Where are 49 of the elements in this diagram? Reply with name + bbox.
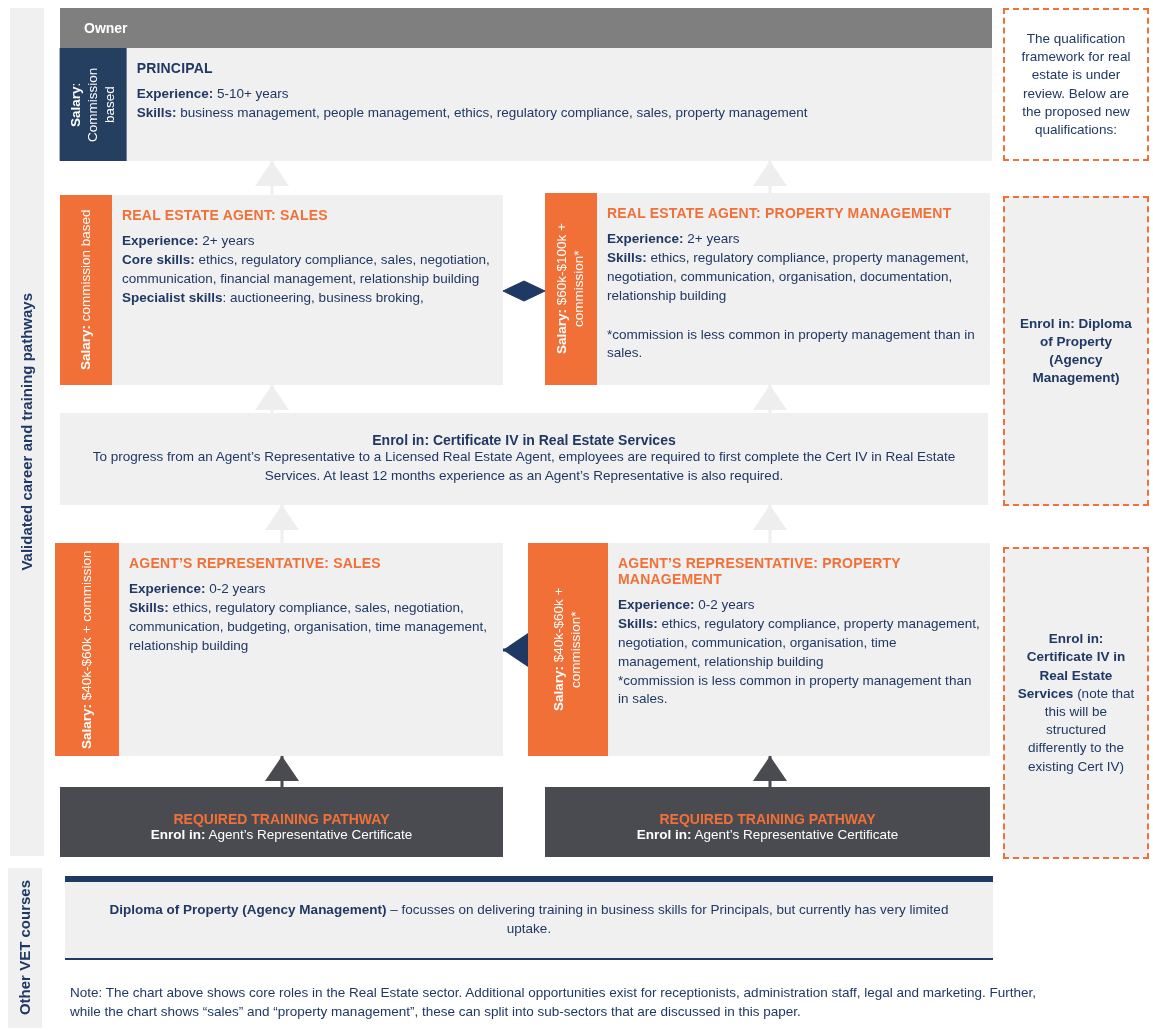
note-text: Enrol in: Certificate IV in Real Estate Services (note that this will be structured differently to the existing Cert IV): [1016, 630, 1136, 776]
qualification-note: [1003, 547, 1149, 859]
note-text: Note: The chart above shows core roles in the Real Estate sector. Additional opportunities exist for receptionists, administration staff, legal and marketing. Further, while the chart shows “sales” and “property management”, these can split into sub-sectors that are discussed in this paper.: [70, 984, 1037, 1021]
role-title: AGENT’S REPRESENTATIVE: SALES: [129, 555, 382, 571]
role-card: [60, 48, 992, 161]
body-text: Experience: 0-2 years: [129, 580, 267, 598]
body-text: Experience: 5-10+ years: [136, 85, 290, 103]
arrow: [265, 756, 299, 787]
training-title: REQUIRED TRAINING PATHWAY: [659, 810, 876, 827]
body-text: To progress from an Agent’s Representative to a Licensed Real Estate Agent, employees are required to first complete the Cert IV in Real Estate Services. At least 12 months experience as an Agent’s Representative is also required.: [91, 448, 957, 485]
salary-tab: Salary: commission based: [60, 195, 112, 385]
role-title: REAL ESTATE AGENT: SALES: [122, 207, 329, 223]
body-text: Skills: business management, people management, ethics, regulatory compliance, sales, property management: [136, 103, 809, 122]
note-text: The qualification framework for real estate is under review. Below are the proposed new qualifications:: [1020, 29, 1132, 139]
arrow: [503, 633, 528, 667]
qualification-note: [1003, 196, 1149, 506]
body-text: Experience: 0-2 years: [618, 596, 756, 614]
body-text: Experience: 2+ years: [607, 230, 741, 248]
course-box: [65, 876, 993, 960]
course-title: Enrol in: Certificate IV in Real Estate Services: [372, 432, 676, 449]
footnote: *commission is less common in property management than in sales.: [607, 325, 976, 363]
role-card: [60, 195, 503, 385]
band-title: Other VET courses: [16, 880, 34, 1016]
diamond-connector: [502, 280, 546, 302]
training-box: [545, 787, 990, 857]
salary-tab: Salary: $40k-$60k + commission: [55, 543, 119, 756]
body-text: Experience: 2+ years: [122, 232, 256, 250]
role-title: AGENT’S REPRESENTATIVE: PROPERTY MANAGEMENT: [618, 555, 902, 587]
role-card: [528, 543, 990, 756]
body-text: Skills: ethics, regulatory compliance, property management, negotiation, communication, organisation, documentation, relationship building: [607, 248, 970, 305]
footnote: *commission is less common in property management than in sales.: [618, 671, 973, 709]
body-text: Core skills: ethics, regulatory compliance, sales, negotiation, communication, financial management, relationship building: [122, 250, 491, 288]
note-text: Enrol in: Diploma of Property (Agency Management): [1019, 314, 1133, 388]
body-text: Enrol in: Agent’s Representative Certificate: [150, 826, 413, 842]
role-title: REAL ESTATE AGENT: PROPERTY MANAGEMENT: [607, 205, 953, 221]
body-text: Skills: ethics, regulatory compliance, sales, negotiation, communication, budgeting, organisation, time management, relationship building: [129, 598, 488, 655]
footnote: Specialist skills: auctioneering, business broking,: [122, 288, 425, 307]
body-text: Enrol in: Agent’s Representative Certificate: [636, 826, 899, 842]
body-text: Skills: ethics, regulatory compliance, property management, negotiation, communication, organisation, time management, relationship building: [618, 614, 981, 671]
qualification-note: [1003, 8, 1149, 161]
level-header: Owner: [60, 8, 992, 48]
body-text: Diploma of Property (Agency Management) – focusses on delivering training in business skills for Principals, but currently has very limited uptake.: [108, 901, 950, 938]
band-title: Validated career and training pathways: [18, 293, 36, 571]
role-title: PRINCIPAL: [136, 60, 214, 76]
training-title: REQUIRED TRAINING PATHWAY: [173, 810, 390, 827]
role-card: [55, 543, 503, 756]
role-card: [545, 193, 990, 385]
training-box: [60, 787, 503, 857]
arrow: [753, 756, 787, 787]
